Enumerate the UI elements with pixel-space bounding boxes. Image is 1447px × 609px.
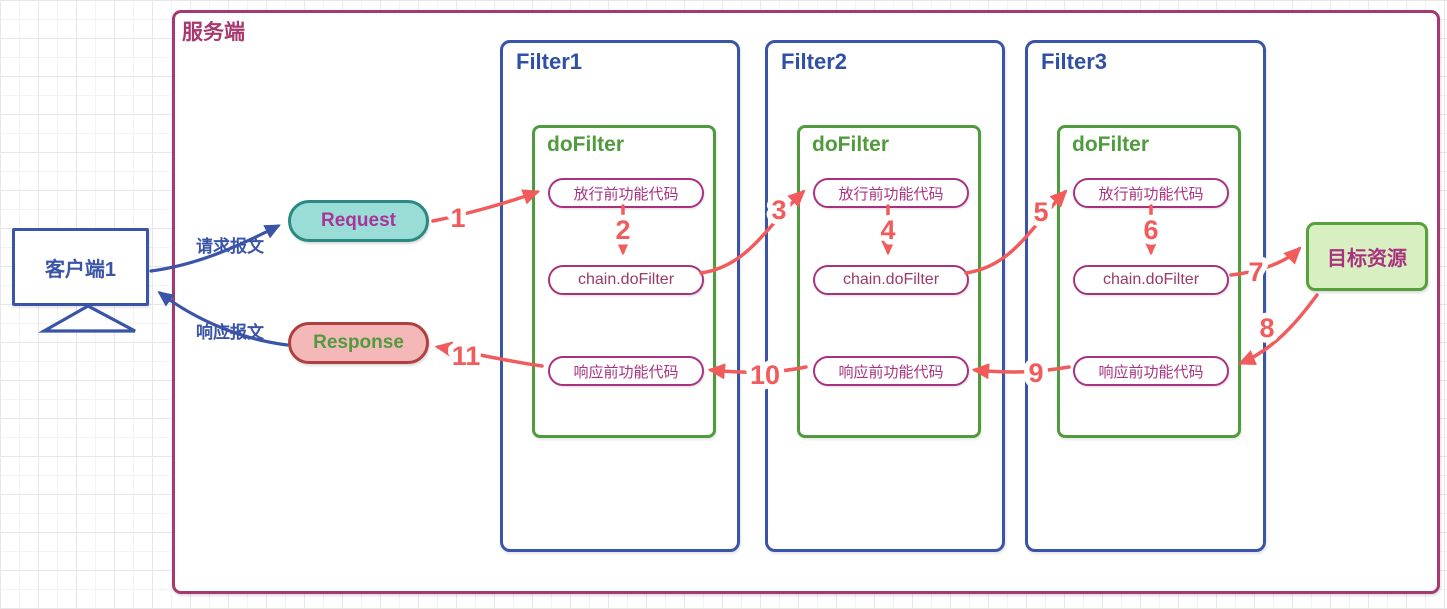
filter2-chain-dofilter-pill: chain.doFilter	[813, 265, 969, 295]
filter1-box: Filter1 doFilter 放行前功能代码 chain.doFilter …	[500, 40, 740, 552]
filter3-dofilter-title: doFilter	[1072, 133, 1149, 156]
filter3-pre-response-pill: 响应前功能代码	[1073, 356, 1229, 386]
filter1-dofilter-title: doFilter	[547, 133, 624, 156]
request-message-label: 请求报文	[196, 237, 264, 256]
response-node: Response	[288, 322, 429, 364]
filter1-pre-response-pill: 响应前功能代码	[548, 356, 704, 386]
filter3-box: Filter3 doFilter 放行前功能代码 chain.doFilter …	[1025, 40, 1266, 552]
filter2-pre-response-pill: 响应前功能代码	[813, 356, 969, 386]
filter3-dofilter-box: doFilter 放行前功能代码 chain.doFilter 响应前功能代码	[1057, 125, 1241, 438]
filter1-chain-dofilter-pill: chain.doFilter	[548, 265, 704, 295]
client-monitor-stand	[37, 304, 136, 333]
filter3-chain-dofilter-pill: chain.doFilter	[1073, 265, 1229, 295]
filter1-pre-pass-pill: 放行前功能代码	[548, 178, 704, 208]
filter2-title: Filter2	[781, 49, 848, 74]
filter2-dofilter-title: doFilter	[812, 133, 889, 156]
filter1-dofilter-box: doFilter 放行前功能代码 chain.doFilter 响应前功能代码	[532, 125, 716, 438]
target-resource-label: 目标资源	[1327, 248, 1407, 270]
response-node-label: Response	[313, 332, 404, 353]
request-node: Request	[288, 200, 429, 242]
filter3-title: Filter3	[1041, 49, 1108, 74]
filter1-title: Filter1	[516, 49, 583, 74]
client-box: 客户端1	[12, 228, 149, 306]
filter2-box: Filter2 doFilter 放行前功能代码 chain.doFilter …	[765, 40, 1005, 552]
filter2-pre-pass-pill: 放行前功能代码	[813, 178, 969, 208]
filter3-pre-pass-pill: 放行前功能代码	[1073, 178, 1229, 208]
target-resource-box: 目标资源	[1306, 222, 1428, 291]
response-message-label: 响应报文	[196, 323, 264, 342]
server-title: 服务端	[182, 21, 245, 44]
client-label: 客户端1	[44, 258, 117, 281]
request-node-label: Request	[321, 210, 396, 231]
filter2-dofilter-box: doFilter 放行前功能代码 chain.doFilter 响应前功能代码	[797, 125, 981, 438]
